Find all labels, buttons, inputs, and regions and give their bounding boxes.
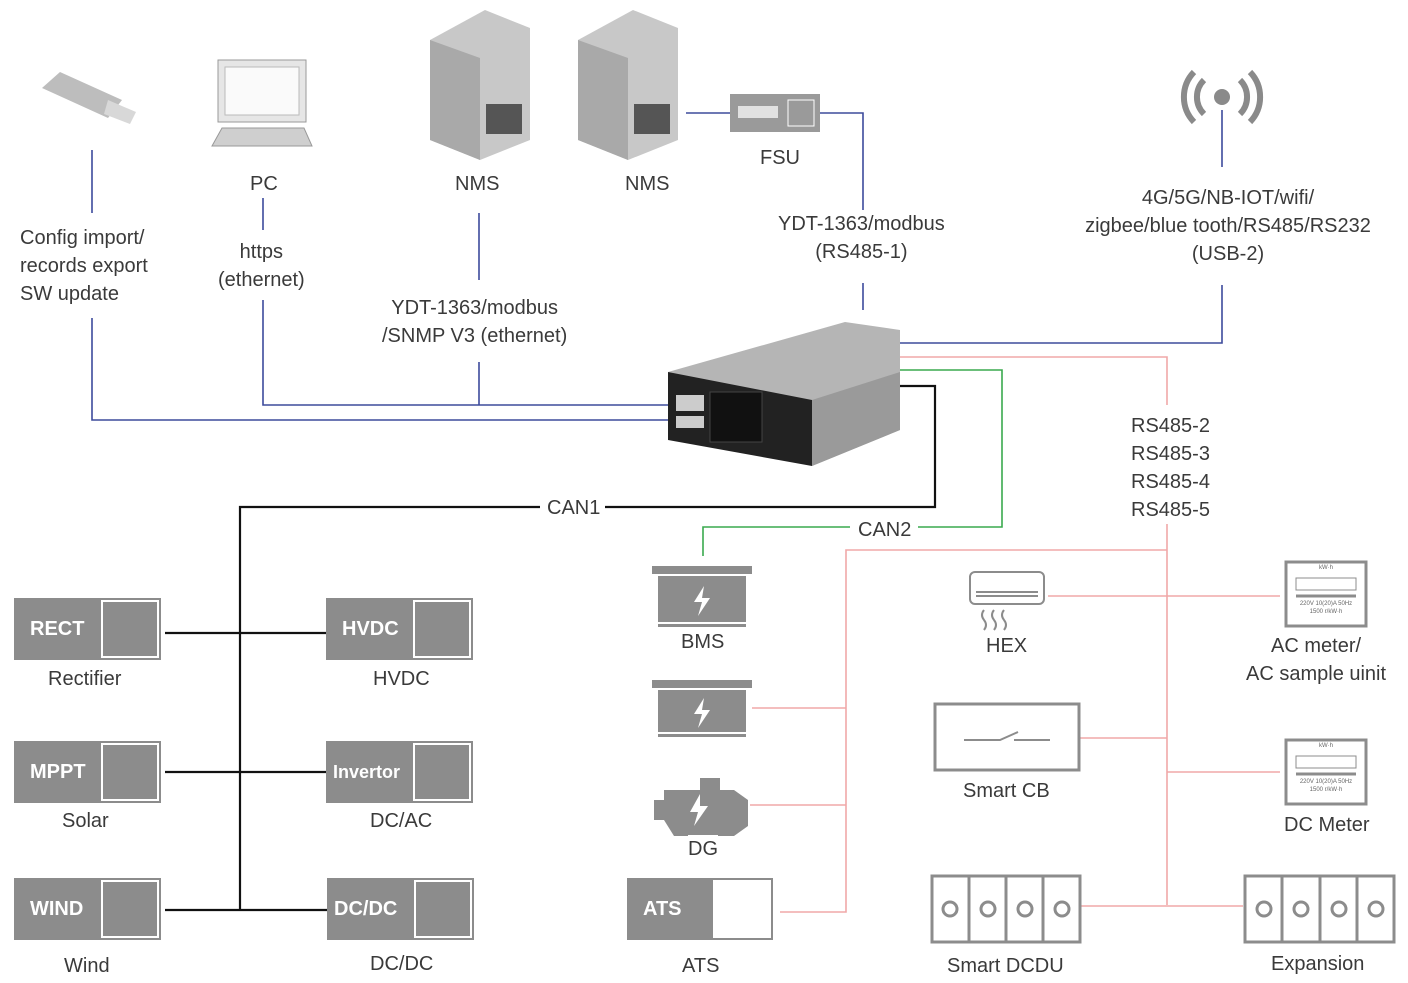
device-caption: Wind xyxy=(64,952,110,980)
usb-label-line: records export xyxy=(20,255,148,277)
rs485-port: RS485-5 xyxy=(1131,499,1210,521)
fsu-link-label: YDT-1363/modbus (RS485-1) xyxy=(778,210,945,266)
generator-engine-icon xyxy=(654,778,748,836)
device-caption: Solar xyxy=(62,807,109,835)
device-caption: AC meter/ AC sample uinit xyxy=(1246,632,1387,688)
meter-spec: 1500 r/kW·h xyxy=(1309,787,1343,793)
nms-link-line: YDT-1363/modbus xyxy=(391,297,559,319)
heat-exchanger-icon xyxy=(969,571,1045,631)
device-badge: Invertor xyxy=(333,761,401,782)
converter-icon xyxy=(414,880,472,938)
pc-link-line: (ethernet) xyxy=(218,269,305,291)
rs485-ports-label: RS485-2 RS485-3 RS485-4 RS485-5 xyxy=(1131,412,1210,524)
pc-label: PC xyxy=(250,170,278,198)
can2-label: CAN2 xyxy=(856,516,914,544)
dc-meter-icon xyxy=(1284,738,1368,806)
inverter-device: Invertor xyxy=(326,741,473,803)
caption-line: AC sample uinit xyxy=(1246,663,1387,685)
wind-device: WIND xyxy=(14,878,161,940)
device-caption: DC/DC xyxy=(370,950,434,978)
device-caption: HEX xyxy=(986,632,1028,660)
controller-unit xyxy=(668,322,900,466)
mppt-device: MPPT xyxy=(14,741,161,803)
ethernet-lines xyxy=(91,110,1223,421)
converter-icon xyxy=(101,600,159,658)
battery-icon xyxy=(652,680,752,737)
device-caption: Smart DCDU xyxy=(947,952,1064,980)
rs485-lines xyxy=(750,356,1280,913)
device-caption: ATS xyxy=(682,952,720,980)
wireless-link-label: 4G/5G/NB-IOT/wifi/ zigbee/blue tooth/RS4… xyxy=(1073,184,1383,268)
rs485-port: RS485-2 xyxy=(1131,415,1210,437)
meter-spec: 220V 10(20)A 50Hz xyxy=(1299,779,1353,785)
wireless-link-line: 4G/5G/NB-IOT/wifi/ xyxy=(1141,187,1315,209)
nms-label: NMS xyxy=(455,170,500,198)
device-badge: HVDC xyxy=(342,617,399,640)
device-caption: HVDC xyxy=(373,665,430,693)
rectifier-device: RECT xyxy=(14,598,161,660)
meter-spec: 220V 10(20)A 50Hz xyxy=(1299,601,1353,607)
caption-line: AC meter/ xyxy=(1271,635,1362,657)
sliders-icon xyxy=(713,880,771,938)
nms-label: NMS xyxy=(625,170,670,198)
ac-meter-text: kW·h 220V 10(20)A 50Hz 1500 r/kW·h xyxy=(1288,564,1364,616)
device-caption: BMS xyxy=(681,628,725,656)
hvdc-device: HVDC xyxy=(326,598,473,660)
can1-label: CAN1 xyxy=(545,494,603,522)
converter-icon xyxy=(413,600,471,658)
pc-icon xyxy=(211,59,313,147)
usb-label: Config import/ records export SW update xyxy=(20,224,148,308)
fsu-link-line: YDT-1363/modbus xyxy=(778,213,945,235)
wireless-link-line: zigbee/blue tooth/RS485/RS232 xyxy=(1085,215,1371,237)
smart-dcdu-icon xyxy=(930,874,1082,944)
ats-device: ATS xyxy=(627,878,773,940)
converter-icon xyxy=(101,880,159,938)
nms-link-label: YDT-1363/modbus /SNMP V3 (ethernet) xyxy=(382,294,568,350)
device-caption: Expansion xyxy=(1271,950,1365,978)
usb-stick-icon xyxy=(42,72,136,124)
device-caption: Smart CB xyxy=(963,777,1050,805)
dcdc-device: DC/DC xyxy=(327,878,474,940)
device-caption: DG xyxy=(688,835,718,863)
device-badge: MPPT xyxy=(30,760,86,783)
ac-meter-icon xyxy=(1284,560,1368,628)
device-caption: DC/AC xyxy=(370,807,433,835)
nms-server-icon xyxy=(578,10,678,160)
device-caption: Rectifier xyxy=(48,665,122,693)
dc-meter-text: kW·h 220V 10(20)A 50Hz 1500 r/kW·h xyxy=(1288,742,1364,794)
expansion-icon xyxy=(1243,874,1396,944)
rs485-port: RS485-3 xyxy=(1131,443,1210,465)
usb-label-line: SW update xyxy=(20,283,119,305)
fsu-label: FSU xyxy=(760,144,800,172)
can1-line xyxy=(165,384,937,912)
meter-unit: kW·h xyxy=(1319,565,1333,571)
device-badge: DC/DC xyxy=(334,897,398,920)
device-badge: RECT xyxy=(30,617,85,640)
wireless-link-line: (USB-2) xyxy=(1191,243,1265,265)
converter-icon xyxy=(101,743,159,801)
device-caption: DC Meter xyxy=(1284,811,1370,839)
battery-bms-icon xyxy=(652,566,752,627)
pc-link-line: https xyxy=(239,241,284,263)
usb-label-line: Config import/ xyxy=(20,227,145,249)
nms-server-icon xyxy=(430,10,530,160)
smart-cb-icon xyxy=(933,702,1081,772)
nms-link-line: /SNMP V3 (ethernet) xyxy=(382,325,568,347)
device-badge: ATS xyxy=(643,897,682,920)
fsu-icon xyxy=(730,94,820,132)
pc-link-label: https (ethernet) xyxy=(218,238,305,294)
device-badge: WIND xyxy=(30,897,84,920)
can2-line xyxy=(702,369,1003,556)
meter-spec: 1500 r/kW·h xyxy=(1309,609,1343,615)
wireless-icon xyxy=(1180,69,1264,125)
meter-unit: kW·h xyxy=(1319,743,1333,749)
rs485-port: RS485-4 xyxy=(1131,471,1210,493)
inverter-icon xyxy=(413,743,471,801)
fsu-link-line: (RS485-1) xyxy=(815,241,908,263)
